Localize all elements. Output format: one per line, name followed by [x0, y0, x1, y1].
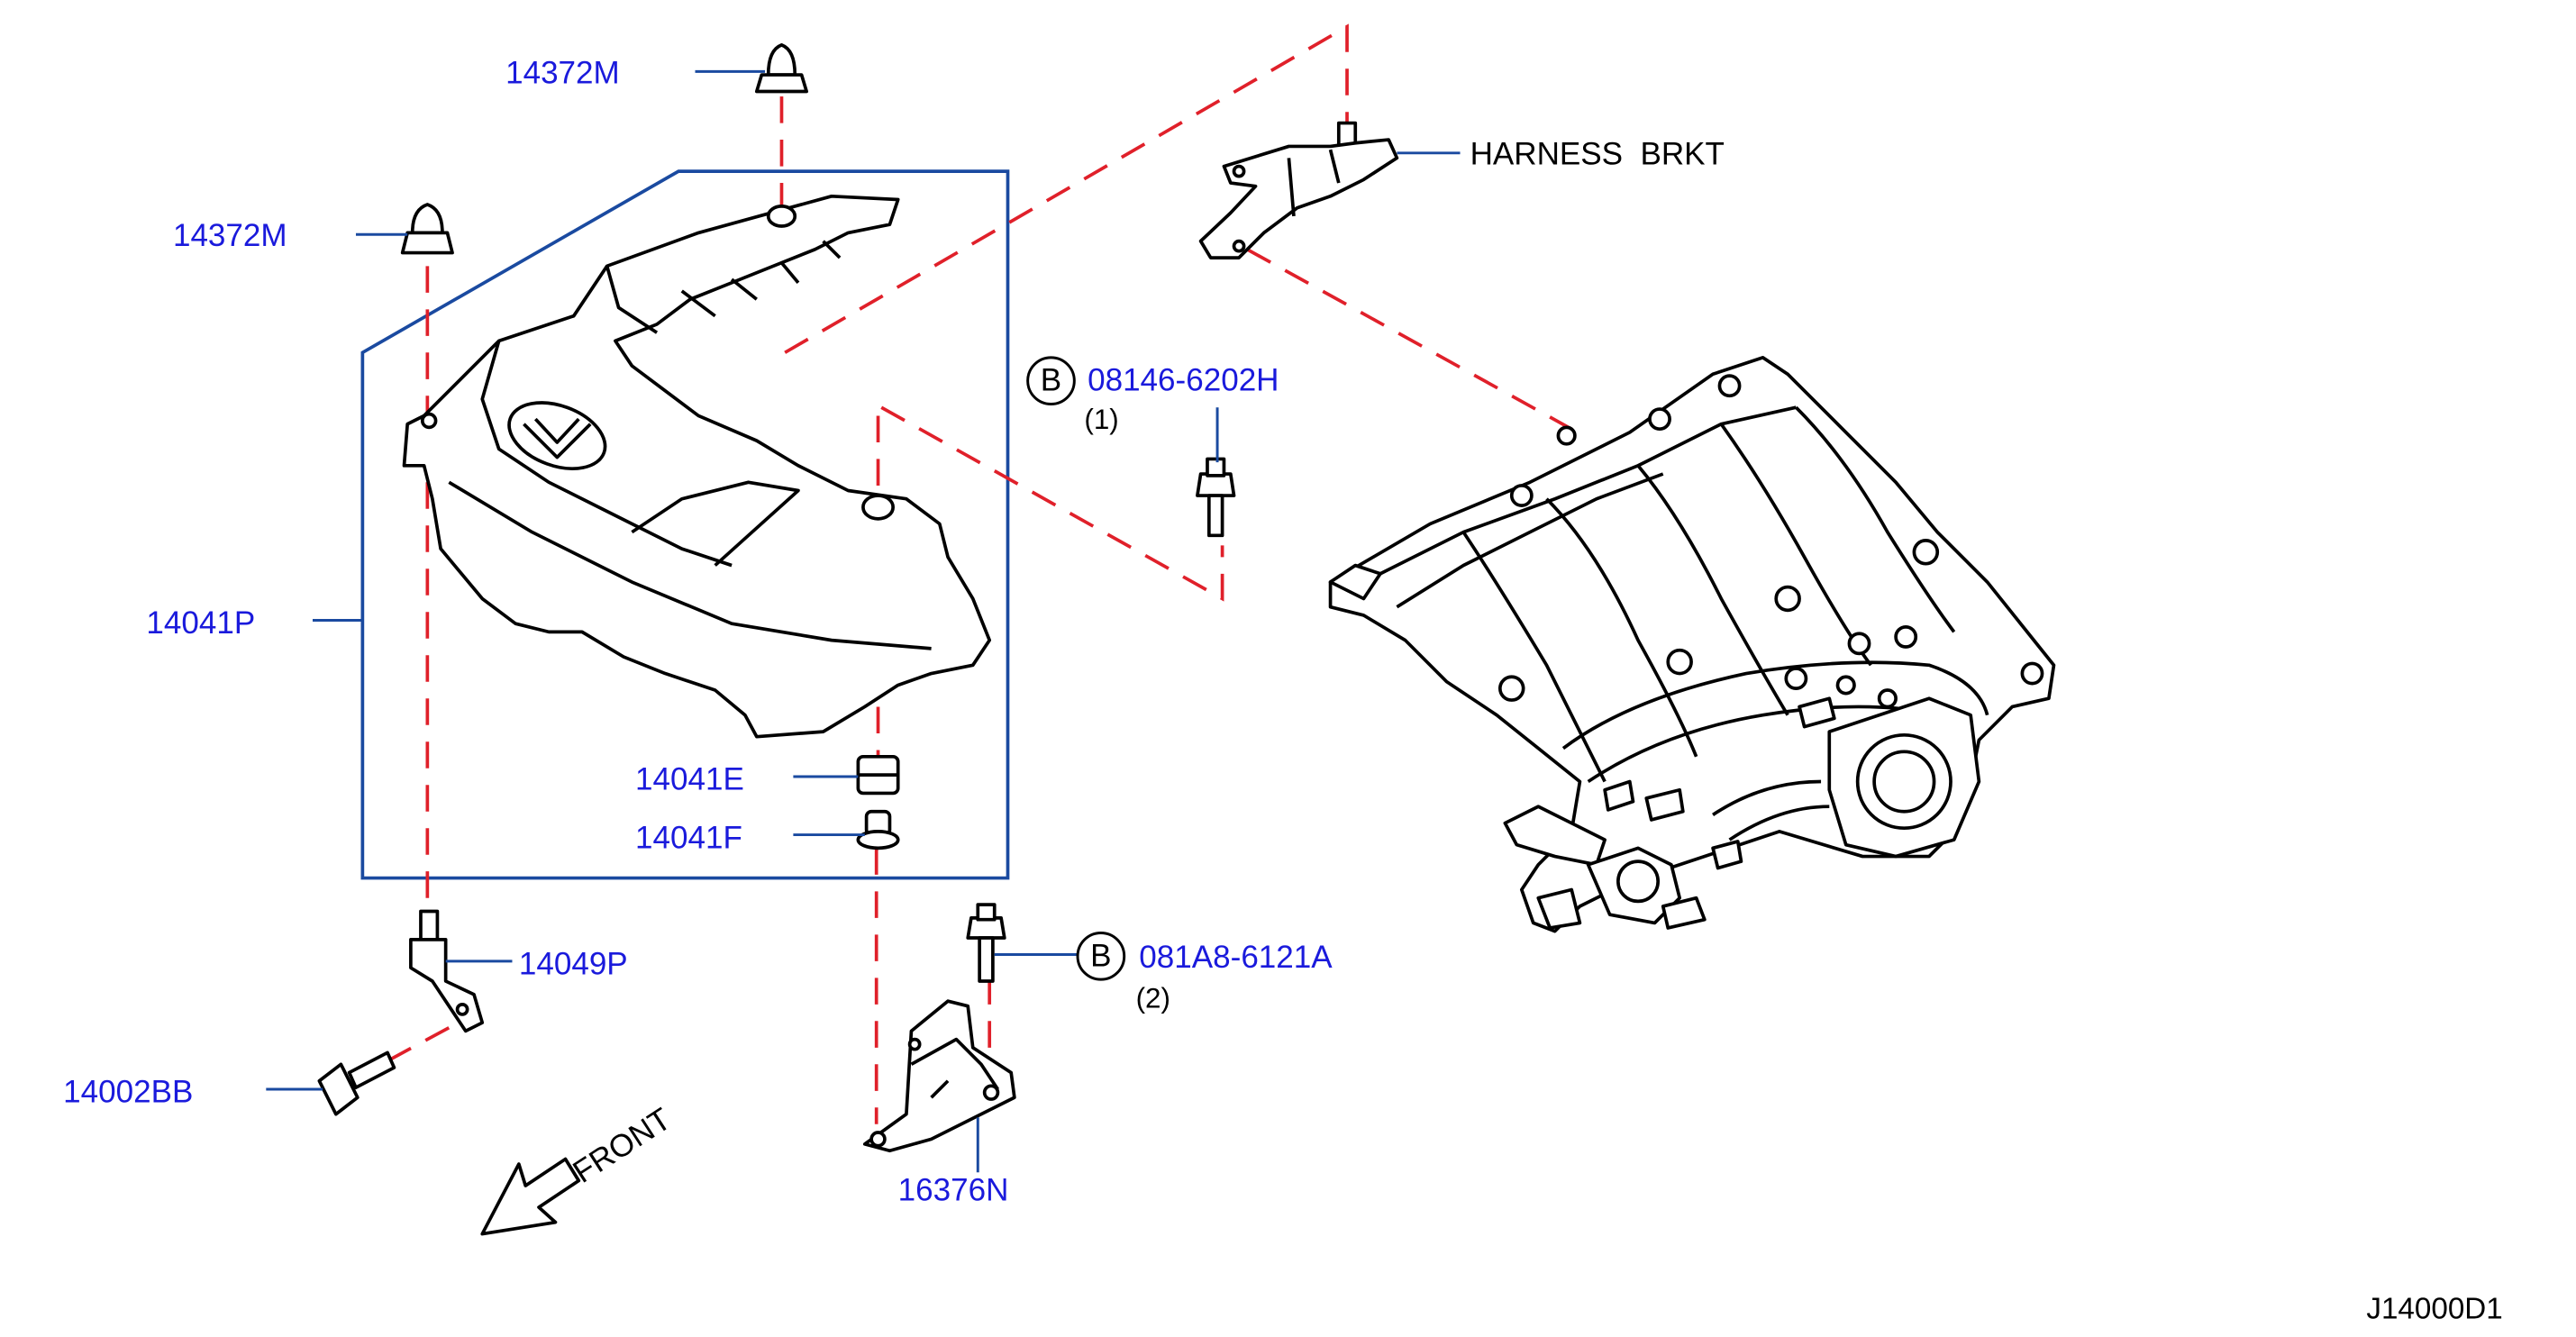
bolt-symbol-1: B: [1026, 356, 1076, 405]
cap-nut-left: [400, 203, 454, 255]
bracket-stud: [409, 909, 485, 1033]
bolt-symbol-2: B: [1076, 932, 1126, 981]
grommet-14041e: [856, 754, 900, 796]
bolt-14002bb: [317, 1050, 396, 1116]
cap-nut-upper: [754, 42, 809, 94]
label-harness-bracket: HARNESS BRKT: [1470, 137, 1725, 172]
svg-text:B: B: [1090, 938, 1111, 973]
label-engine-cover: 14041P: [146, 605, 255, 641]
cover-assembly-box: [360, 169, 1010, 880]
label-bolt-2-qty: (2): [1136, 983, 1170, 1014]
label-bolt-bb: 14002BB: [63, 1075, 193, 1110]
bracket-16376n: [862, 999, 1016, 1153]
label-bolt-1-qty: (1): [1084, 404, 1118, 435]
label-grommet-e: 14041E: [635, 762, 744, 797]
intake-manifold: [1328, 355, 2056, 933]
engine-cover: [402, 194, 992, 739]
callout-labels: 14372M 14372M 14041P 14041E 14041F 14049…: [63, 55, 2503, 1325]
bolt-081a8-6121a: [966, 903, 1006, 983]
diagram-code: J14000D1: [2366, 1293, 2502, 1326]
svg-text:B: B: [1041, 363, 1061, 398]
label-bracket-stud: 14049P: [519, 947, 628, 982]
svg-text:FRONT: FRONT: [567, 1101, 677, 1189]
harness-bracket: [1198, 121, 1399, 259]
label-bolt-1: 08146-6202H: [1088, 363, 1279, 398]
label-bracket-lower: 16376N: [898, 1173, 1009, 1208]
leader-lines: [266, 69, 1461, 1173]
label-grommet-f: 14041F: [635, 820, 742, 855]
label-cap-nut-upper: 14372M: [505, 55, 620, 90]
assembly-lines: [387, 23, 1573, 1124]
grommet-14041f: [856, 809, 900, 850]
label-cap-nut-left: 14372M: [173, 218, 287, 253]
bolt-08146-6202h: [1196, 457, 1236, 538]
front-arrow: FRONT: [480, 1101, 678, 1236]
label-bolt-2: 081A8-6121A: [1139, 940, 1333, 975]
